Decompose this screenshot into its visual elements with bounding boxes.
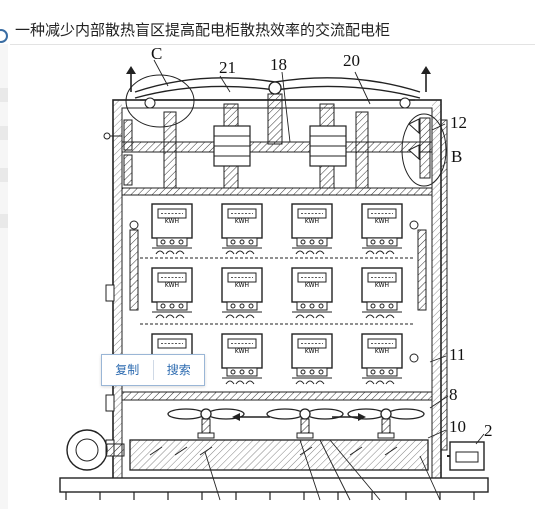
meter-label: KWH (375, 282, 389, 289)
sidebar-tab[interactable] (0, 126, 8, 140)
selection-popover: 复制 搜索 (101, 354, 205, 386)
copy-button[interactable]: 复制 (115, 363, 140, 377)
meter-label: KWH (235, 282, 249, 289)
callout-21: 21 (219, 58, 236, 77)
meter-label: KWH (305, 218, 319, 225)
meter-label: KWH (235, 218, 249, 225)
sidebar-tab[interactable] (0, 168, 8, 182)
meter-label: KWH (375, 348, 389, 355)
callout-c: C (151, 44, 163, 63)
callout-20: 20 (343, 51, 360, 70)
callout-2: 2 (484, 421, 493, 440)
meter-label: KWH (235, 348, 249, 355)
meter-label: KWH (375, 218, 389, 225)
meter-label: KWH (305, 348, 319, 355)
callout-11: 11 (449, 345, 466, 364)
left-sidebar-strip (0, 0, 8, 509)
callout-10: 10 (449, 417, 466, 436)
document-header: 一种减少内部散热盲区提高配电柜散热效率的交流配电柜 (0, 0, 547, 44)
meter-label: KWH (165, 282, 179, 289)
patent-drawing: KWH KWH KWH KWH KWH KWH KWH KWH KWH KWH … (0, 44, 547, 509)
callout-12: 12 (450, 113, 467, 132)
callout-18: 18 (270, 55, 287, 74)
cabinet-diagram: KWH KWH KWH KWH KWH KWH KWH KWH KWH KWH … (59, 59, 489, 501)
title-divider (10, 44, 535, 45)
callout-8: 8 (449, 385, 458, 404)
popover-divider (152, 360, 154, 380)
meter-label: KWH (305, 282, 319, 289)
meter-label: KWH (165, 218, 179, 225)
browser-icon (0, 29, 8, 43)
search-button[interactable]: 搜索 (166, 363, 191, 377)
callout-b: B (451, 147, 463, 166)
sidebar-tab[interactable] (0, 88, 8, 102)
sidebar-tab[interactable] (0, 214, 8, 228)
page-title: 一种减少内部散热盲区提高配电柜散热效率的交流配电柜 (15, 21, 391, 39)
